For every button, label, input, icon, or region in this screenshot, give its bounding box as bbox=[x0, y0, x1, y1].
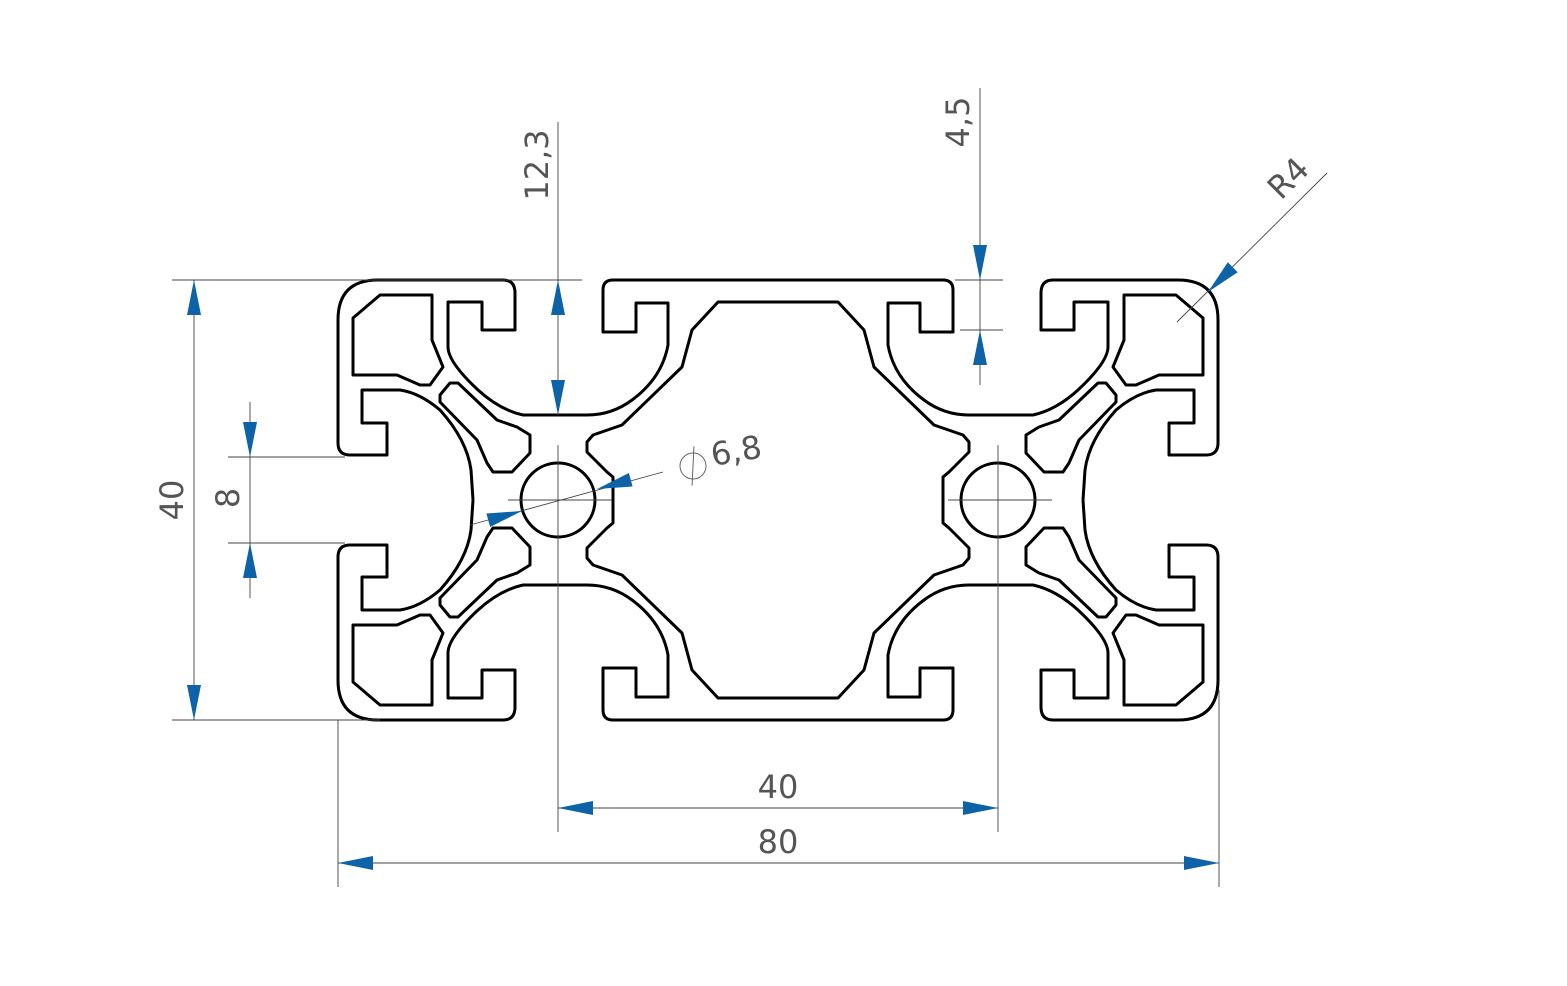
arrowhead bbox=[963, 801, 998, 815]
arrowhead bbox=[973, 330, 987, 365]
dim-corner-radius: R4 bbox=[1260, 150, 1317, 207]
arrowhead bbox=[243, 543, 257, 578]
dim-slot-depth: 12,3 bbox=[518, 129, 556, 200]
dim-width: 80 bbox=[758, 823, 799, 861]
dimension-arrows bbox=[187, 245, 1238, 870]
arrowhead bbox=[187, 280, 201, 315]
arrowhead bbox=[558, 801, 593, 815]
dim-wall-thickness: 4,5 bbox=[939, 97, 977, 148]
extrusion-profile bbox=[336, 278, 1220, 722]
dim-height: 40 bbox=[153, 480, 191, 521]
dim-pitch: 40 bbox=[758, 768, 799, 806]
dim-core-diameter: 6,8 bbox=[708, 428, 765, 474]
arrowhead bbox=[1208, 262, 1238, 292]
arrowhead bbox=[338, 856, 373, 870]
arrowhead bbox=[243, 422, 257, 457]
arrowhead bbox=[1184, 856, 1219, 870]
arrowhead bbox=[597, 472, 633, 489]
arrowhead bbox=[486, 511, 522, 528]
arrowhead bbox=[551, 380, 565, 415]
arrowhead bbox=[187, 685, 201, 720]
dimension-lines bbox=[172, 88, 1328, 887]
dim-slot-width: 8 bbox=[209, 488, 247, 508]
arrowhead bbox=[551, 280, 565, 315]
diameter-icon bbox=[679, 446, 707, 486]
arrowhead bbox=[973, 245, 987, 280]
